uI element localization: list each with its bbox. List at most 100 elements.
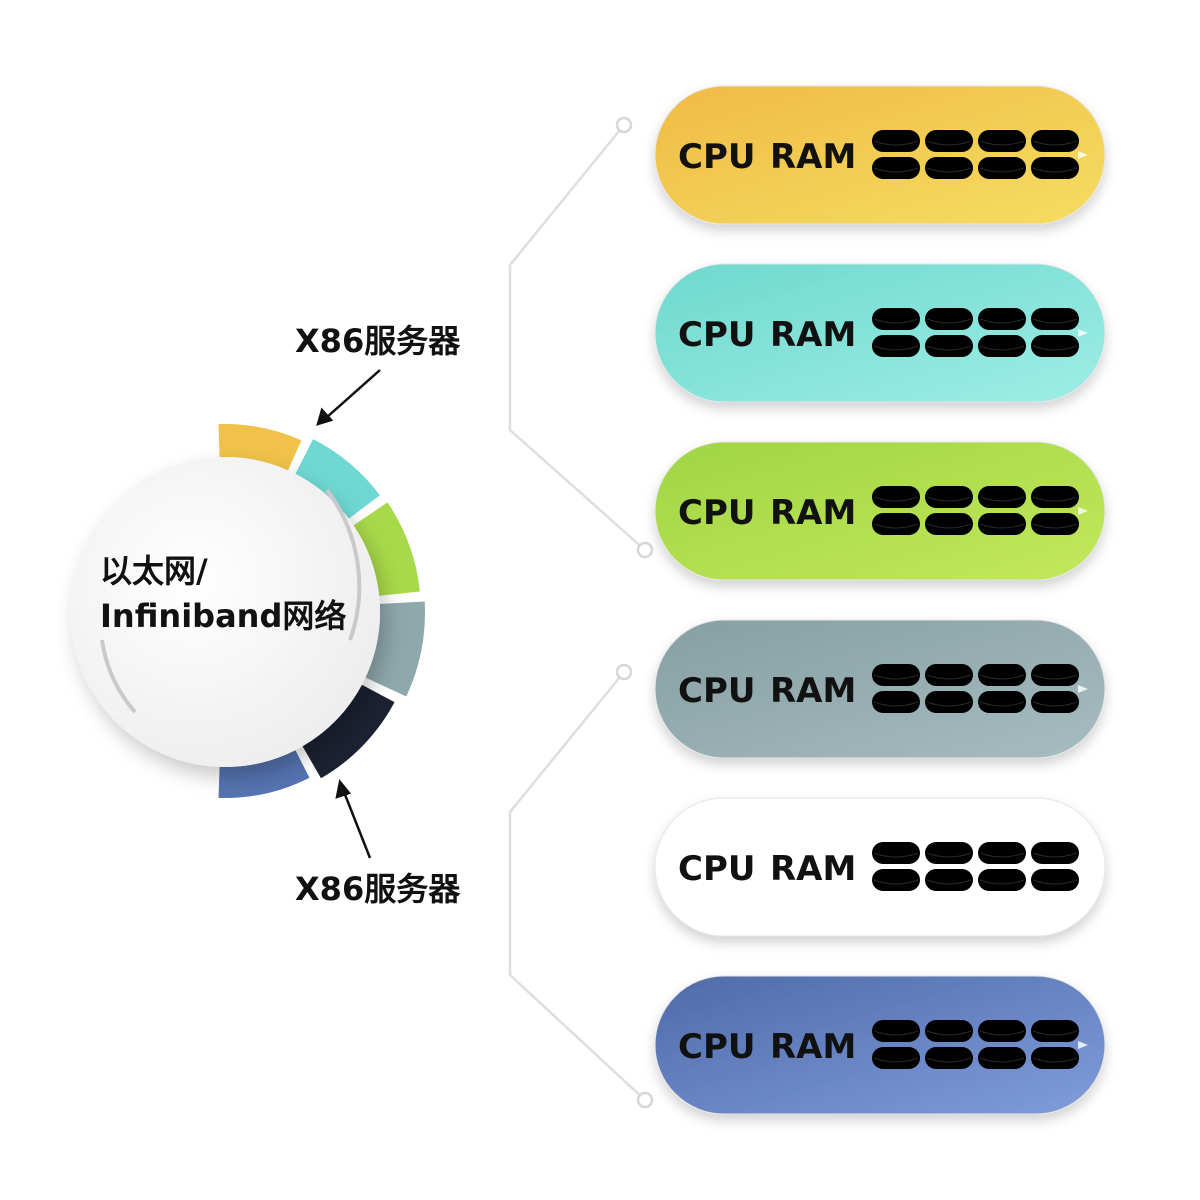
ram-chip-icon (1030, 868, 1080, 892)
hub-highlight-arc (325, 488, 362, 641)
server-node: CPU RAM (654, 441, 1106, 581)
ram-chip-icon (924, 156, 974, 180)
arrow-top-icon (316, 369, 381, 426)
server-pill (654, 975, 1106, 1115)
hub-highlight-arc-left (100, 639, 137, 714)
ram-chip-icon (1030, 129, 1080, 153)
ram-chip-icon (1030, 307, 1080, 331)
server-ram-label: RAM (770, 493, 856, 533)
hub-segment (365, 601, 426, 697)
server-ram-label: RAM (770, 1027, 856, 1067)
ram-chip-icon (1030, 485, 1080, 509)
ram-chip-icon (977, 129, 1027, 153)
server-node: CPU RAM (654, 85, 1106, 225)
connector-node (636, 541, 654, 559)
server-cpu-label: CPU (678, 671, 755, 711)
ram-chip-icon (977, 334, 1027, 358)
server-node: CPU RAM (654, 263, 1106, 403)
ram-chip-icon (871, 512, 921, 536)
server-pill (654, 85, 1106, 225)
hub-ring (218, 423, 426, 798)
hub-circle (70, 457, 380, 767)
server-pill (654, 797, 1106, 937)
ram-chip-icon (977, 690, 1027, 714)
ram-chip-icon (871, 156, 921, 180)
pill-pointer-icon (1078, 507, 1088, 515)
hub-label-line1: 以太网/ (100, 552, 208, 590)
hub-segment (295, 439, 380, 519)
ram-chip-icon (1030, 663, 1080, 687)
ram-chip-icon (977, 1046, 1027, 1070)
ram-chip-icon (977, 485, 1027, 509)
server-pill (654, 441, 1106, 581)
ram-chip-icon (871, 334, 921, 358)
server-pill (654, 263, 1106, 403)
ram-chip-icon (924, 690, 974, 714)
ram-chip-icon (1030, 841, 1080, 865)
ram-chip-icon (977, 307, 1027, 331)
ram-chip-icon (871, 307, 921, 331)
ram-chip-icon (977, 841, 1027, 865)
ram-chip-icon (977, 512, 1027, 536)
server-node: CPU RAM (654, 975, 1106, 1115)
pill-pointer-icon (1078, 329, 1088, 337)
ram-chip-icon (977, 663, 1027, 687)
ram-chip-icon (977, 868, 1027, 892)
ram-chip-icon (1030, 334, 1080, 358)
ram-chip-icon (924, 663, 974, 687)
ram-chip-icon (924, 485, 974, 509)
arrow-bottom-icon (335, 779, 372, 859)
ram-chip-icon (871, 1046, 921, 1070)
server-list: CPU RAM CPU RAM CPU RAM CPU RAM CPU RAM CPU RAM (654, 85, 1106, 1115)
server-ram-label: RAM (770, 671, 856, 711)
connector-node (615, 663, 633, 681)
ram-chip-icon (1030, 512, 1080, 536)
ram-chip-icon (924, 868, 974, 892)
server-cpu-label: CPU (678, 315, 755, 355)
ram-chip-icon (871, 129, 921, 153)
ram-chip-icon (924, 307, 974, 331)
ram-chip-icon (871, 1019, 921, 1043)
server-pill (654, 619, 1106, 759)
server-cpu-label: CPU (678, 493, 755, 533)
hub-segment (353, 502, 420, 596)
ram-chip-icon (924, 334, 974, 358)
connector-node (615, 116, 633, 134)
pill-pointer-icon (1078, 151, 1088, 159)
pill-pointer-icon (1078, 685, 1088, 693)
connector-lower (508, 671, 646, 1101)
ram-chip-icon (1030, 1019, 1080, 1043)
ram-chip-icon (924, 1046, 974, 1070)
ram-chip-icon (977, 156, 1027, 180)
ram-chip-icon (1030, 1046, 1080, 1070)
callout-top-label: X86服务器 (295, 322, 461, 360)
ram-chip-icon (924, 841, 974, 865)
ram-chip-icon (871, 841, 921, 865)
server-node: CPU RAM (654, 619, 1106, 759)
pill-pointer-icon (1078, 1041, 1088, 1049)
pill-pointer-icon (1078, 863, 1088, 871)
server-cpu-label: CPU (678, 137, 755, 177)
ram-chip-icon (924, 512, 974, 536)
server-cpu-label: CPU (678, 849, 755, 889)
hub-segment (302, 684, 395, 779)
hub-segment (218, 750, 310, 798)
ram-chip-icon (871, 663, 921, 687)
server-ram-label: RAM (770, 849, 856, 889)
server-ram-label: RAM (770, 137, 856, 177)
ram-chip-icon (871, 690, 921, 714)
ram-chip-icon (1030, 156, 1080, 180)
connector-node (636, 1091, 654, 1109)
hub-label-line2: Infiniband网络 (100, 597, 346, 635)
connector-upper (508, 124, 646, 551)
server-cpu-label: CPU (678, 1027, 755, 1067)
ram-chip-icon (977, 1019, 1027, 1043)
ram-chip-icon (924, 1019, 974, 1043)
ram-chip-icon (871, 868, 921, 892)
ram-chip-icon (871, 485, 921, 509)
connector-lines (508, 116, 654, 1109)
ram-chip-icon (1030, 690, 1080, 714)
ram-chip-icon (924, 129, 974, 153)
server-ram-label: RAM (770, 315, 856, 355)
